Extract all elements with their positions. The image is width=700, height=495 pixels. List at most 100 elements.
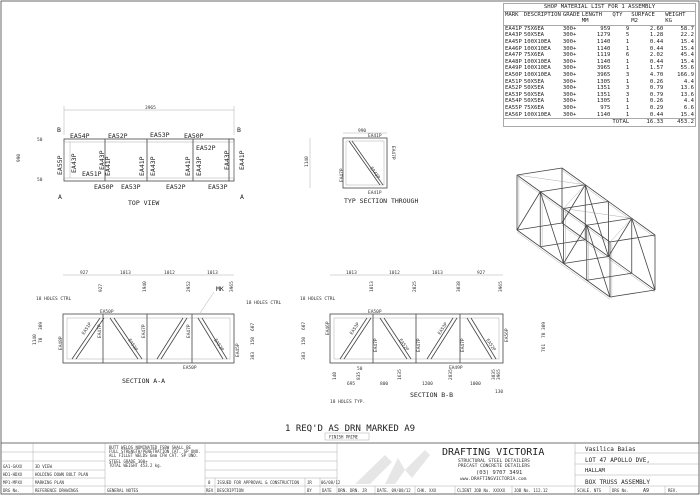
material-cell: 0.29 [649,104,664,111]
truss-member [631,218,656,291]
member-mark: EA43P [98,150,106,170]
company-website: www.DRAFTINGVICTORIA.com [460,476,527,482]
company-name: DRAFTING VICTORIA [442,447,544,458]
dim-cumulative: 2952 [186,281,192,292]
material-cell: 0.26 [649,98,664,105]
holes-note: 18 HOLES TYP. [330,399,365,405]
truss-member [586,225,611,298]
drawing-number-label: DRG No. [612,488,629,493]
company-subtitle: STRUCTURAL STEEL DETAILERS [458,458,530,464]
member-mark: EA52P [397,338,410,353]
member-mark: EA43P [70,153,78,173]
col-header: WEIGHT KG [664,11,696,26]
material-cell: 166.9 [677,71,694,78]
material-cell: 22.2 [680,32,694,39]
material-cell: 9 [625,25,630,32]
material-cell: 3965 [596,65,611,72]
header-label: REV [206,488,214,493]
material-cell: 100X10EA [523,58,551,65]
member-mark: EA41P [238,150,246,170]
member-mark: EA52P [484,338,497,353]
truss-member [586,217,632,226]
truss-member [609,234,656,243]
dim-spacing: 1013 [432,270,443,276]
material-cell: 75X6EA [523,52,545,59]
member-mark: EA41P [104,156,112,176]
material-cell: 0.79 [649,85,664,92]
material-cell: 50X5EA [523,91,545,98]
material-cell: 75X6EA [523,25,545,32]
material-cell: 50X5EA [523,32,545,39]
job-no: JOB No. 112.12 [514,488,548,493]
section-bb: 1013 1012 1013 927 1013 2025 3038 3965 1… [300,270,547,405]
finish-note: FINISH PRIME [329,435,358,440]
view-title: SECTION B-B [410,391,453,399]
company-phone: (03) 9707 3491 [476,470,522,476]
material-cell: EA47P [505,52,522,59]
member-mark: EA50P [184,132,204,140]
material-cell: 2.60 [649,25,664,32]
dim-right: 607 [250,323,256,331]
material-cell: 50X5EA [523,78,545,85]
material-cell: 45.4 [680,52,694,59]
material-cell: 300+ [562,98,577,105]
total-weight: 453.2 [664,118,696,127]
material-cell: 50X5EA [523,85,545,92]
member-mark: EA53P [150,131,170,139]
member-mark: EA46P [325,321,331,335]
material-cell: EA49P [505,65,522,72]
dim-right: 150 [250,337,256,345]
member-mark: EA51P [81,321,94,336]
member-mark: EA50P [100,309,114,315]
material-cell: 1279 [596,32,611,39]
client-job-no: CLIENT JOB No. XXXXX [457,488,506,493]
material-cell: 4.4 [683,98,694,105]
member-mark: EA53P [121,183,141,191]
material-cell: EA41P [505,25,522,32]
member-mark: EA43P [368,166,381,181]
member-mark: EA47P [97,324,103,338]
ref-drawing-title: MARKING PLAN [35,480,64,485]
material-cell: 6.6 [683,104,694,111]
material-cell: 100X10EA [523,45,551,52]
col-header: LENGTH MM [580,11,612,26]
material-cell: 1.57 [649,65,664,72]
material-cell: 1 [625,45,630,52]
dim-right: 309 [541,322,547,330]
truss-member [561,184,586,224]
material-list-table: SHOP MATERIAL LIST FOR 1 ASSEMBLY MARK D… [503,3,696,127]
material-cell: EA48P [505,58,522,65]
dim-spacing: 927 [477,270,485,276]
member-mark: EA50P [183,365,197,371]
material-cell: 75X6EA [523,104,545,111]
truss-member [516,174,586,185]
dim-cumulative: 3965 [229,281,235,292]
material-cell: 2.02 [649,52,664,59]
header-label: BY [307,488,312,493]
material-cell: 100X10EA [523,38,551,45]
col-header: MARK [503,11,523,26]
material-cell: 1140 [596,45,611,52]
header-label: DRN. [338,488,348,493]
dim-bottom: 140 [332,372,338,380]
material-cell: 3 [625,71,630,78]
material-cell: EA46P [505,45,522,52]
required-note: 1 REQ'D AS DRN MARKED A9 [285,424,415,434]
dim-bottom: 1635 [397,369,403,380]
col-header: QTY [611,11,631,26]
client-name: Vasilica Baias [585,446,636,453]
dim-cumulative: 3965 [498,281,504,292]
member-mark: EA50P [94,183,114,191]
material-cell: 1 [625,104,630,111]
material-cell: 0.26 [649,78,664,85]
truss-member [609,289,656,298]
general-note: BUTT WELDS NOMINATED FSBW SHALL BE [109,445,191,450]
header-label: DESCRIPTION [217,488,244,493]
